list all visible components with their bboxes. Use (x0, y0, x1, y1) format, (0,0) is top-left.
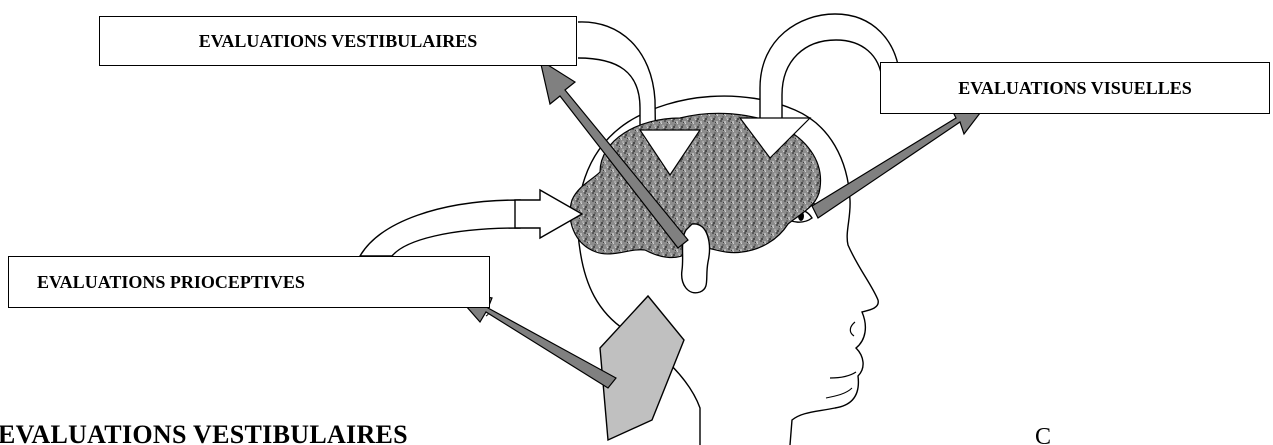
visual-label-text: EVALUATIONS VISUELLES (958, 78, 1192, 99)
section-heading: EVALUATIONS VESTIBULAIRES (0, 420, 408, 445)
vestibular-label-text: EVALUATIONS VESTIBULAIRES (199, 31, 478, 52)
proprioceptive-label: EVALUATIONS PRIOCEPTIVES (8, 256, 490, 308)
vestibular-label: EVALUATIONS VESTIBULAIRES (99, 16, 577, 66)
ear (682, 224, 710, 293)
proprio-loop (360, 200, 520, 256)
proprioceptive-label-text: EVALUATIONS PRIOCEPTIVES (37, 272, 305, 293)
visual-label: EVALUATIONS VISUELLES (880, 62, 1270, 114)
stray-letter: C (1035, 424, 1051, 445)
proprio-arrow-white (515, 190, 582, 238)
